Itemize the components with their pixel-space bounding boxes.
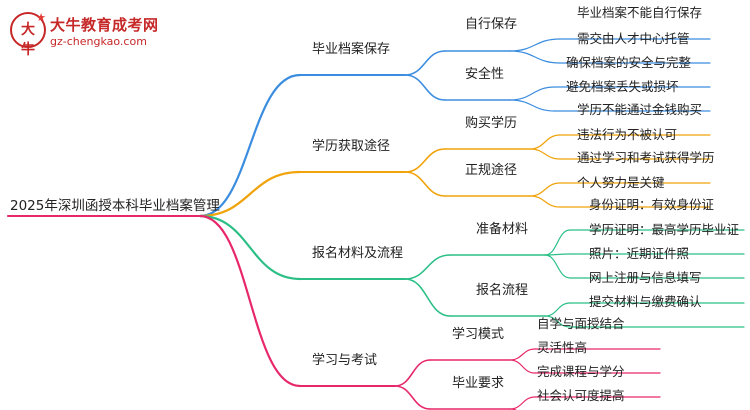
branch-node: 学习与考试 bbox=[312, 353, 378, 368]
leaf-node: 网上注册与信息填写 bbox=[589, 270, 702, 285]
leaf-node: 社会认可度提高 bbox=[537, 388, 625, 403]
leaf-node: 违法行为不被认可 bbox=[577, 127, 678, 142]
connector-line bbox=[509, 50, 561, 64]
connector-line bbox=[198, 214, 302, 281]
branch-node: 报名材料及流程 bbox=[312, 246, 404, 261]
connector-line bbox=[529, 195, 561, 208]
leaf-node: 照片：近期证件照 bbox=[589, 246, 690, 261]
connector-line bbox=[404, 50, 446, 76]
connector-line bbox=[544, 254, 571, 279]
leaf-node: 确保档案的安全与完整 bbox=[566, 55, 692, 70]
logo-mark: 大牛 bbox=[21, 22, 35, 58]
connector-line bbox=[198, 73, 302, 218]
logo-badge-icon: 大牛 ★ bbox=[10, 11, 46, 58]
leaf-node: 自学与面授结合 bbox=[537, 316, 625, 331]
branch-node: 毕业档案保存 bbox=[312, 42, 391, 57]
connector-line bbox=[544, 229, 571, 256]
connector-line bbox=[509, 38, 561, 52]
connector-line bbox=[404, 254, 451, 280]
connector-line bbox=[509, 348, 536, 361]
leaf-node: 学历不能通过金钱购买 bbox=[577, 102, 703, 117]
leaf-node: 提交材料与缴费确认 bbox=[589, 294, 702, 309]
site-logo[interactable]: 大牛 ★ 大牛教育成考网 gz-chengkao.com bbox=[10, 8, 160, 58]
connector-line bbox=[509, 408, 517, 410]
connector-line bbox=[404, 278, 451, 317]
connector-line bbox=[509, 396, 536, 410]
leaf-node: 需交由人才中心托管 bbox=[577, 31, 690, 46]
leaf-node: 通过学习和考试获得学历 bbox=[577, 150, 715, 165]
connector-line bbox=[509, 359, 536, 374]
leaf-node: 身份证明：有效身份证 bbox=[589, 197, 715, 212]
logo-url: gz-chengkao.com bbox=[50, 35, 147, 48]
leaf-node: 毕业档案不能自行保存 bbox=[577, 5, 703, 20]
connector-line bbox=[404, 171, 446, 197]
connector-line bbox=[529, 134, 561, 150]
connector-line bbox=[509, 86, 556, 101]
subbranch-node: 学习模式 bbox=[452, 327, 505, 342]
leaf-node: 灵活性高 bbox=[537, 340, 588, 355]
connector-line bbox=[509, 99, 556, 112]
subbranch-node: 正规途径 bbox=[465, 163, 518, 178]
leaf-node: 完成课程与学分 bbox=[537, 364, 625, 379]
connector-line bbox=[198, 214, 302, 388]
subbranch-node: 自行保存 bbox=[465, 17, 518, 32]
connector-line bbox=[529, 148, 561, 160]
subbranch-node: 安全性 bbox=[465, 67, 505, 82]
star-icon: ★ bbox=[36, 11, 46, 24]
subbranch-node: 准备材料 bbox=[476, 222, 529, 237]
connector-line bbox=[404, 148, 446, 173]
connector-line bbox=[404, 74, 446, 101]
connector-line bbox=[529, 182, 561, 197]
subbranch-node: 购买学历 bbox=[465, 116, 518, 131]
leaf-node: 个人努力是关键 bbox=[577, 175, 665, 190]
branch-node: 学历获取途径 bbox=[312, 139, 391, 154]
root-node: 2025年深圳函授本科毕业档案管理 bbox=[10, 198, 220, 214]
leaf-node: 避免档案丢失或损坏 bbox=[566, 79, 679, 94]
connector-line bbox=[544, 302, 571, 317]
leaf-node: 学历证明：最高学历毕业证 bbox=[589, 222, 740, 237]
connector-line bbox=[394, 385, 431, 410]
subbranch-node: 报名流程 bbox=[476, 283, 529, 298]
connector-line bbox=[198, 170, 302, 218]
connector-line bbox=[394, 359, 431, 387]
subbranch-node: 毕业要求 bbox=[452, 376, 505, 391]
logo-title: 大牛教育成考网 bbox=[50, 16, 159, 34]
connector-line bbox=[544, 315, 571, 328]
